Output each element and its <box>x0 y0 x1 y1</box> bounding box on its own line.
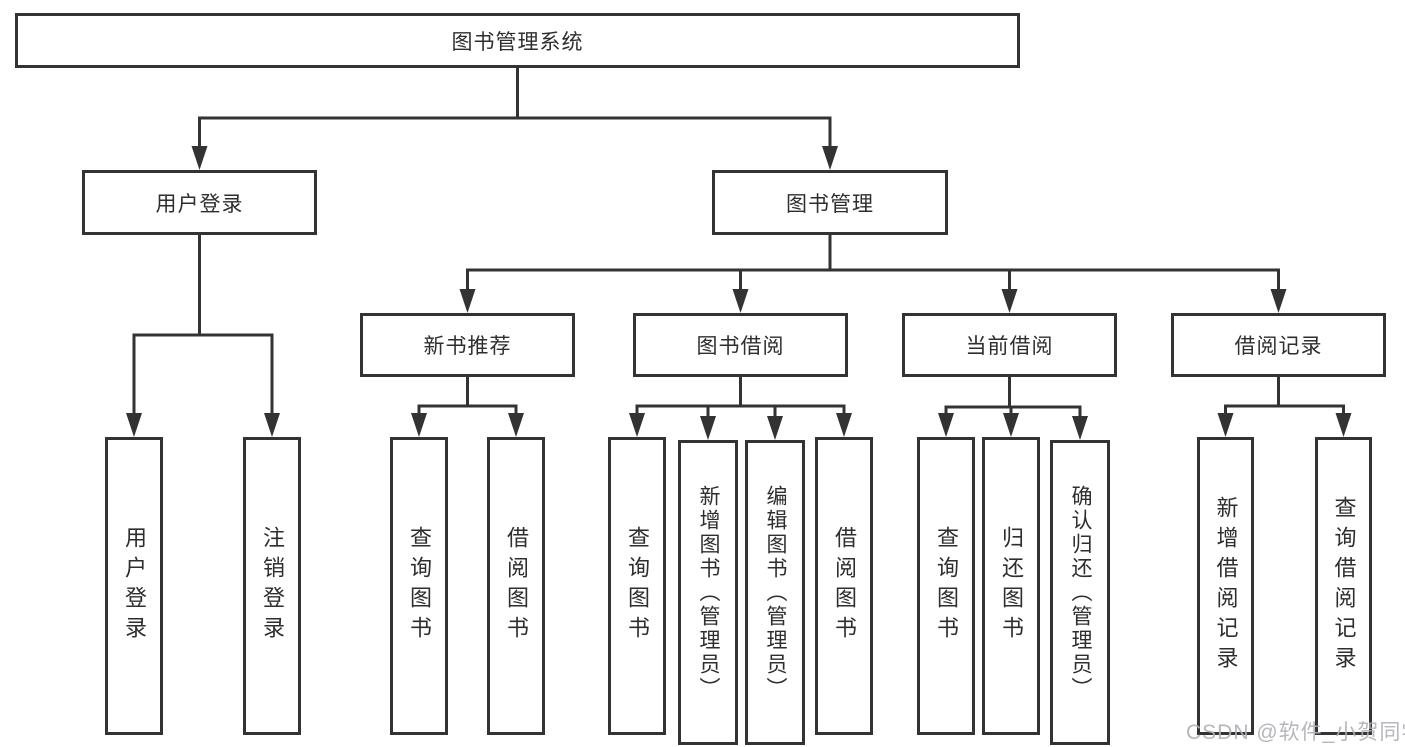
node-current-borrow: 当前借阅 <box>902 313 1117 377</box>
leaf-user-login-label: 用户登录 <box>122 526 147 646</box>
leaf-query-books-1-label: 查询图书 <box>407 526 432 646</box>
leaf-borrow-books-2-label: 借阅图书 <box>832 526 857 646</box>
leaf-logout-label: 注销登录 <box>260 526 285 646</box>
leaf-query-books-2: 查询图书 <box>608 437 666 735</box>
leaf-add-books-admin-label: 新增图书（管理员） <box>697 484 720 701</box>
leaf-user-login: 用户登录 <box>105 437 163 735</box>
node-user-login-label: 用户登录 <box>155 192 244 216</box>
node-borrow-records: 借阅记录 <box>1171 313 1386 377</box>
node-borrow-records-label: 借阅记录 <box>1234 335 1323 358</box>
leaf-borrow-books-2: 借阅图书 <box>815 437 873 735</box>
leaf-borrow-books-1-label: 借阅图书 <box>504 526 529 646</box>
node-new-book-recommend-label: 新书推荐 <box>423 335 512 358</box>
leaf-query-books-3-label: 查询图书 <box>934 526 959 646</box>
leaf-edit-books-admin-label: 编辑图书（管理员） <box>764 484 787 701</box>
leaf-add-borrow-record-label: 新增借阅记录 <box>1213 496 1239 676</box>
leaf-query-books-2-label: 查询图书 <box>625 526 650 646</box>
leaf-confirm-return-admin-label: 确认归还（管理员） <box>1069 484 1092 701</box>
leaf-query-borrow-record-label: 查询借阅记录 <box>1331 496 1357 676</box>
node-current-borrow-label: 当前借阅 <box>965 335 1054 358</box>
leaf-query-borrow-record: 查询借阅记录 <box>1315 437 1372 735</box>
node-root: 图书管理系统 <box>15 13 1020 68</box>
leaf-query-books-3: 查询图书 <box>917 437 975 735</box>
node-book-management-label: 图书管理 <box>786 192 874 216</box>
node-book-borrow-label: 图书借阅 <box>696 335 785 358</box>
leaf-logout: 注销登录 <box>243 437 301 735</box>
node-new-book-recommend: 新书推荐 <box>360 313 575 377</box>
node-root-label: 图书管理系统 <box>451 30 584 54</box>
node-user-login: 用户登录 <box>82 170 317 235</box>
leaf-confirm-return-admin: 确认归还（管理员） <box>1050 440 1110 745</box>
leaf-add-books-admin: 新增图书（管理员） <box>678 440 738 745</box>
leaf-add-borrow-record: 新增借阅记录 <box>1197 437 1254 735</box>
csdn-watermark: CSDN @软件_小贺同学 <box>1186 721 1405 744</box>
leaf-return-books: 归还图书 <box>982 437 1040 735</box>
leaf-edit-books-admin: 编辑图书（管理员） <box>745 440 805 745</box>
leaf-borrow-books-1: 借阅图书 <box>487 437 545 735</box>
leaf-query-books-1: 查询图书 <box>390 437 448 735</box>
leaf-return-books-label: 归还图书 <box>999 526 1024 646</box>
node-book-management: 图书管理 <box>712 170 948 235</box>
node-book-borrow: 图书借阅 <box>633 313 848 377</box>
